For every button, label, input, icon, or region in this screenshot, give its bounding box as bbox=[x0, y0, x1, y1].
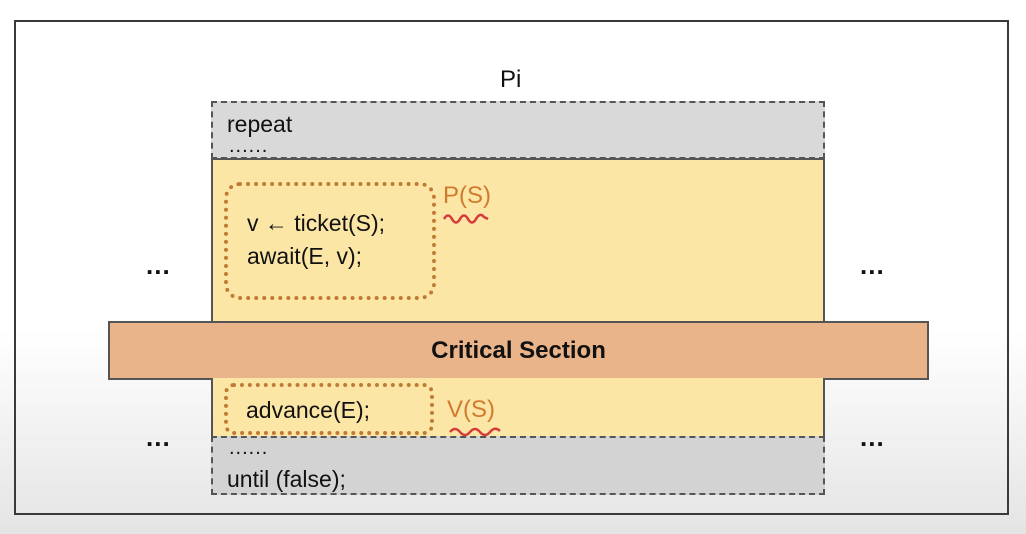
until-region bbox=[211, 436, 825, 495]
p-operation-box bbox=[224, 182, 436, 300]
v-label: V(S) bbox=[447, 396, 495, 423]
ticket-line: v ← ticket(S); bbox=[247, 210, 386, 236]
diagram-frame bbox=[14, 20, 1009, 515]
right-ellipsis-bottom: ... bbox=[860, 422, 885, 452]
p-underline-squiggle bbox=[442, 213, 489, 224]
exit-dots: ...... bbox=[229, 437, 269, 459]
left-ellipsis-top: ... bbox=[146, 250, 171, 280]
repeat-region bbox=[211, 101, 825, 159]
entry-protocol-region bbox=[211, 158, 825, 323]
right-ellipsis-top: ... bbox=[860, 250, 885, 280]
await-line: await(E, v); bbox=[247, 243, 363, 269]
until-line: until (false); bbox=[227, 466, 346, 492]
left-ellipsis-bottom: ... bbox=[146, 422, 171, 452]
entry-dots: ...... bbox=[229, 135, 269, 157]
process-title: Pi bbox=[500, 66, 522, 93]
critical-section-bar: Critical Section bbox=[108, 321, 929, 380]
p-label: P(S) bbox=[443, 182, 491, 209]
advance-line: advance(E); bbox=[246, 397, 371, 423]
v-operation-box bbox=[224, 383, 434, 435]
repeat-keyword: repeat bbox=[227, 111, 293, 137]
